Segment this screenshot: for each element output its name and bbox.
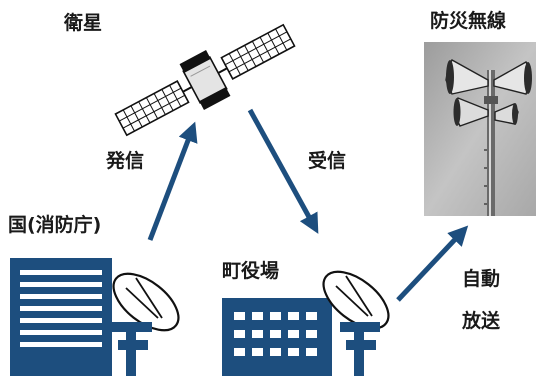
broadcast-arrow bbox=[396, 225, 469, 302]
town-office-label: 町役場 bbox=[222, 260, 280, 282]
loudspeaker-pole-photo bbox=[424, 42, 536, 216]
disaster-radio-label: 防災無線 bbox=[430, 10, 507, 32]
satellite-icon bbox=[114, 23, 296, 137]
transmit-label: 発信 bbox=[106, 150, 145, 172]
auto-broadcast-label-line2: 放送 bbox=[462, 310, 501, 332]
satellite-dish-icon bbox=[322, 270, 390, 376]
office-building-icon bbox=[10, 258, 112, 376]
receive-label: 受信 bbox=[308, 150, 347, 172]
transmit-arrow bbox=[147, 121, 198, 241]
satellite-label: 衛星 bbox=[64, 12, 103, 34]
national-label: 国(消防庁) bbox=[8, 214, 102, 236]
satellite-dish-icon bbox=[112, 272, 180, 376]
town-hall-icon bbox=[222, 298, 332, 376]
auto-broadcast-label-line1: 自動 bbox=[462, 268, 501, 290]
receive-arrow bbox=[247, 108, 319, 234]
